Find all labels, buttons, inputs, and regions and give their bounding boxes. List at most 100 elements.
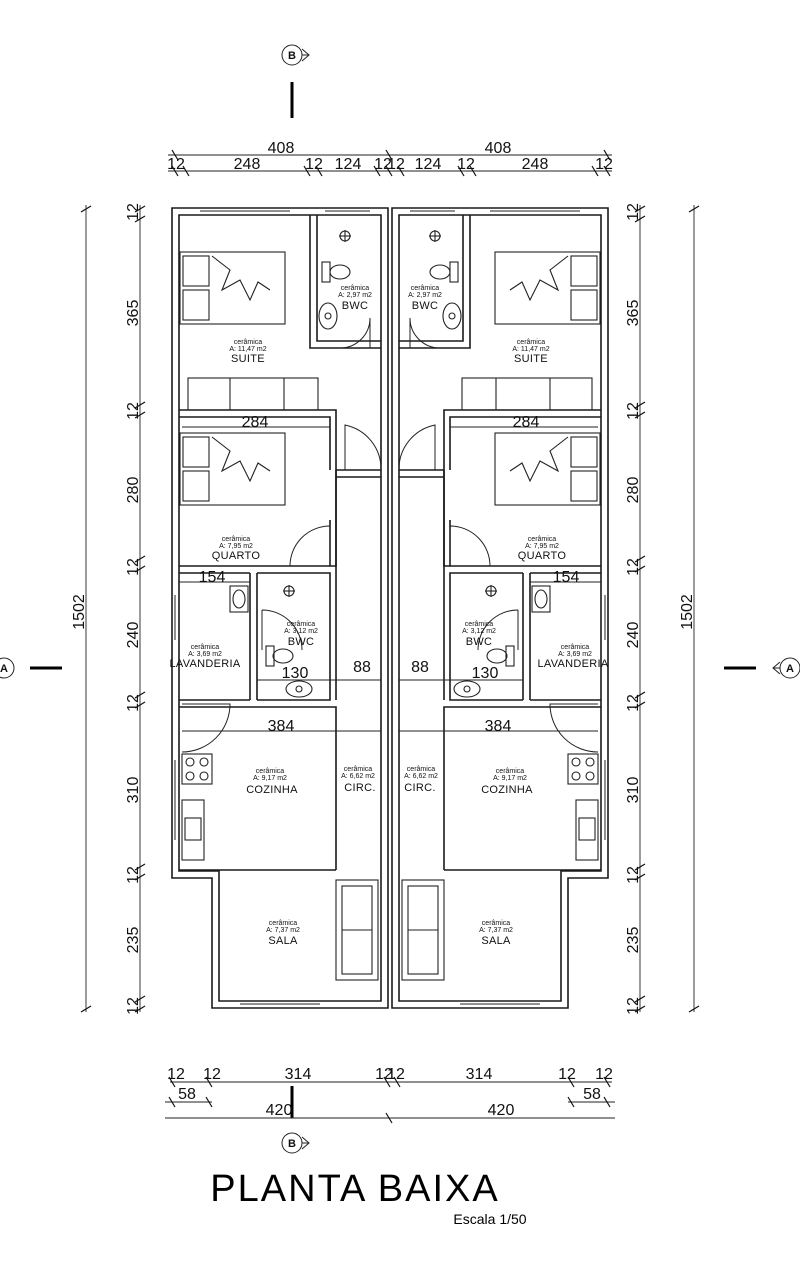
dim-bottom-part: 12	[387, 1066, 405, 1083]
dim-bottom-part: 12	[375, 1066, 393, 1083]
room-material: cerâmica	[234, 339, 263, 346]
room-name-bwc: BWC	[466, 636, 493, 648]
dim-top-part: 12	[167, 156, 185, 173]
dim-top-part: 248	[522, 156, 549, 173]
room-material: cerâmica	[222, 536, 251, 543]
dim-top-part: 12	[387, 156, 405, 173]
room-area: A: 3,12 m2	[284, 628, 318, 635]
dim-top-part: 12	[305, 156, 323, 173]
dim-right-part: 12	[625, 558, 642, 576]
dim-384-right: 384	[485, 718, 512, 735]
dim-right-part: 280	[625, 477, 642, 504]
room-area: A: 7,37 m2	[479, 927, 513, 934]
dim-right-part: 235	[625, 927, 642, 954]
sofa-left	[335, 879, 379, 981]
dim-left-part: 240	[125, 622, 142, 649]
dim-right-part: 12	[625, 866, 642, 884]
dim-right-part: 12	[625, 694, 642, 712]
dim-284-left: 284	[242, 414, 269, 431]
room-material: cerâmica	[287, 621, 316, 628]
dim-bottom-58-right: 58	[583, 1086, 601, 1103]
room-name-bwc-suite: BWC	[412, 300, 439, 312]
dim-left-part: 12	[125, 558, 142, 576]
room-material: cerâmica	[256, 768, 285, 775]
dim-154-left: 154	[199, 569, 226, 586]
room-area: A: 3,12 m2	[462, 628, 496, 635]
interior-dimensions: 284 284 154 154 130 88 88 130 384 384	[179, 414, 601, 735]
room-area: A: 6,62 m2	[341, 773, 375, 780]
room-name-suite: SUITE	[514, 353, 548, 365]
bathroom-fixtures-left	[229, 230, 351, 698]
bed-suite-left	[179, 251, 286, 325]
svg-text:B: B	[288, 1138, 296, 1150]
dim-top-part: 124	[335, 156, 362, 173]
room-material: cerâmica	[528, 536, 557, 543]
dim-left-part: 12	[125, 203, 142, 221]
dim-88-left: 88	[353, 659, 371, 676]
room-material: cerâmica	[496, 768, 525, 775]
room-name-cozinha: COZINHA	[246, 784, 298, 796]
dim-bottom-part: 314	[285, 1066, 312, 1083]
room-material: cerâmica	[561, 644, 590, 651]
dim-left-part: 235	[125, 927, 142, 954]
dim-bottom-part: 12	[203, 1066, 221, 1083]
dim-top-left-total: 408	[268, 140, 295, 157]
dim-bottom-part: 12	[558, 1066, 576, 1083]
room-name-lavanderia: LAVANDERIA	[537, 658, 608, 670]
section-marker-a-left: A	[0, 657, 62, 679]
dim-top-right-total: 408	[485, 140, 512, 157]
dim-left-part: 12	[125, 694, 142, 712]
right-side-dimensions: 1502 12 365 12 280 12 240 12 310 12 235 …	[625, 203, 700, 1015]
dim-88-right: 88	[411, 659, 429, 676]
room-area: A: 7,37 m2	[266, 927, 300, 934]
room-area: A: 6,62 m2	[404, 773, 438, 780]
building-walls	[171, 207, 609, 1009]
dim-bottom-58-left: 58	[178, 1086, 196, 1103]
dim-130-left: 130	[282, 665, 309, 682]
room-name-cozinha: COZINHA	[481, 784, 533, 796]
dim-left-part: 310	[125, 777, 142, 804]
dim-right-part: 240	[625, 622, 642, 649]
drawing-title: PLANTA BAIXA	[210, 1168, 499, 1210]
dim-top-part: 248	[234, 156, 261, 173]
wardrobe-left	[187, 377, 319, 411]
dim-right-part: 12	[625, 997, 642, 1015]
section-marker-b-top: B	[281, 44, 310, 118]
kitchen-right	[567, 753, 599, 861]
left-side-dimensions: 1502 12 365 12 280 12 240 12 310 12 235 …	[71, 203, 146, 1015]
wardrobe-right	[461, 377, 593, 411]
dim-384-left: 384	[268, 718, 295, 735]
room-name-circ: CIRC.	[404, 782, 435, 794]
dim-130-right: 130	[472, 665, 499, 682]
room-name-bwc: BWC	[288, 636, 315, 648]
room-area: A: 7,95 m2	[525, 543, 559, 550]
doors	[181, 317, 599, 753]
svg-text:B: B	[288, 50, 296, 62]
room-material: cerâmica	[411, 285, 440, 292]
dim-left-part: 12	[125, 866, 142, 884]
dim-top-part: 12	[595, 156, 613, 173]
room-area: A: 9,17 m2	[493, 775, 527, 782]
section-marker-b-bottom: B	[281, 1086, 310, 1154]
dim-right-part: 310	[625, 777, 642, 804]
room-area: A: 11,47 m2	[512, 346, 549, 353]
dim-left-part: 365	[125, 300, 142, 327]
bed-quarto-right	[494, 432, 601, 506]
bed-suite-right	[494, 251, 601, 325]
room-name-circ: CIRC.	[344, 782, 375, 794]
dim-bottom-part: 314	[466, 1066, 493, 1083]
dim-right-part: 365	[625, 300, 642, 327]
dim-284-right: 284	[513, 414, 540, 431]
dim-top-part: 12	[457, 156, 475, 173]
top-dimensions: 408 408 12 248 12 124 12 12 124 12 248 1…	[167, 140, 613, 177]
room-area: A: 3,69 m2	[558, 651, 592, 658]
room-labels-left: cerâmica A: 11,47 m2 SUITE cerâmica A: 2…	[169, 285, 375, 947]
room-material: cerâmica	[465, 621, 494, 628]
dim-right-part: 12	[625, 402, 642, 420]
kitchen-left	[181, 753, 213, 861]
dim-bottom-part: 12	[595, 1066, 613, 1083]
svg-text:A: A	[0, 663, 8, 675]
bottom-dimensions: 12 12 314 12 12 314 12 12 58 58 420 420	[165, 1066, 615, 1124]
room-name-sala: SALA	[481, 935, 511, 947]
room-area: A: 9,17 m2	[253, 775, 287, 782]
